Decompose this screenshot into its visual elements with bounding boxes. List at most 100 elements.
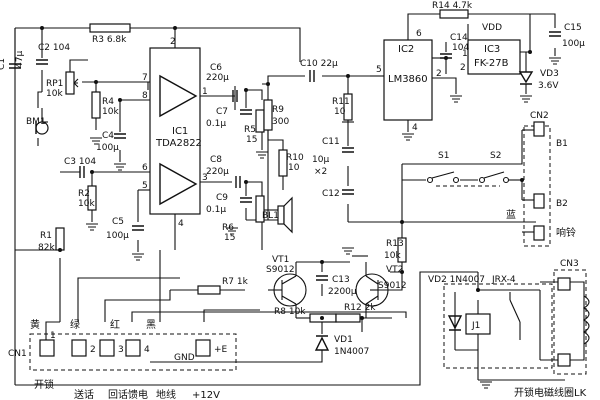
label-r1: R1 [40,231,52,241]
resistor-r9 [263,99,273,131]
ic1-amp-upper [159,74,198,118]
label-r6: R6 [222,223,234,233]
transistor-vt1 [273,273,307,307]
label-gnd: GND [174,353,195,363]
capacitor-c7 [240,109,252,115]
label-ic1-pin6: 6 [142,163,148,173]
label-ic3-pin2: 2 [460,63,466,73]
label-wire-yellow: 黄 [30,318,40,331]
label-b1: B1 [556,139,568,149]
label-r12: R12 2k [344,303,376,313]
label-c1: C1 [0,58,7,70]
connector-cn2 [523,121,551,247]
capacitor-c3 [79,166,85,178]
label-c5: C5 [112,217,124,227]
capacitor-c9 [240,197,252,203]
label-c15: C15 [564,23,582,33]
capacitor-c8 [235,176,241,188]
label-c11-multiplier: ×2 [314,167,327,177]
cn2-pin-b1 [533,121,545,137]
cn1-pin-3 [99,339,115,357]
label-c12: C12 [322,189,340,199]
transistor-vt2 [355,273,389,307]
label-ic2-pin6: 6 [416,29,422,39]
cn2-pin-ring [533,225,545,241]
label-r13-value: 10k [384,251,401,261]
capacitors [9,31,561,281]
switch-s1 [431,171,455,179]
label-c6: C6 [210,63,222,73]
component-labels: R3 6.8k C2 104 C1 47μ RP1 10k R4 10k BM1… [0,1,587,400]
label-r11: R11 [332,97,350,107]
label-r2: R2 [78,189,90,199]
label-c13-value: 2200μ [328,287,357,297]
resistor-r5 [255,109,265,133]
label-vt2-part: S9012 [378,281,407,291]
label-c8-value: 220μ [206,167,229,177]
label-wire-green: 绿 [70,318,80,331]
label-ic2-pin4: 4 [412,123,418,133]
label-r4: R4 [102,97,114,107]
label-ic1-pin5: 5 [142,181,148,191]
resistor-r2 [87,185,97,211]
resistor-r1 [55,227,65,251]
label-vd1-part: 1N4007 [334,347,369,357]
switch-s2 [483,171,505,179]
capacitor-c2 [36,59,48,65]
label-c9: C9 [216,193,228,203]
label-c1-value: 47μ [15,51,25,68]
label-vd3: VD3 [540,69,559,79]
label-12v: +12V [192,390,220,400]
zener-vd3 [518,71,534,85]
label-r1-value: 82k [38,243,55,253]
label-ic1-pin4: 4 [178,219,184,229]
label-vd3-value: 3.6V [538,81,559,91]
label-r2-value: 10k [78,199,95,209]
label-ic1-pin3: 3 [202,173,208,183]
resistor-r4 [91,91,101,119]
label-cn1: CN1 [8,349,27,359]
label-r4-value: 10k [102,107,119,117]
label-c10: C10 22μ [300,59,338,69]
label-ic1-pin1: 1 [202,87,208,97]
label-s1: S1 [438,151,449,161]
junction-dots [40,26,532,320]
lock-coil-icon [582,295,590,345]
label-b2: B2 [556,199,568,209]
capacitor-c6 [232,90,238,102]
capacitor-c15 [549,31,561,37]
label-feedback: 回话馈电 [108,388,148,400]
connector-cn1 [29,333,237,371]
relay-block [443,283,553,369]
resistor-r3 [89,23,131,33]
label-ground: 地线 [156,388,176,400]
label-wire-black: 黑 [146,319,156,331]
label-ic2-pin5: 5 [376,65,382,75]
label-r6-value: 15 [224,233,235,243]
capacitor-c1 [9,63,21,69]
relay-coil-j1 [465,313,491,335]
label-c15-value: 100μ [562,39,585,49]
capacitor-c12 [342,189,354,195]
label-c2: C2 104 [38,43,70,53]
transistors [273,273,389,307]
ic2-lm3860 [383,39,433,121]
label-c3: C3 104 [64,157,96,167]
label-cn1-pin4: 4 [144,345,150,355]
label-ic2-part: LM3860 [388,74,428,85]
resistor-r11 [343,93,353,121]
label-rp1-value: 10k [46,89,63,99]
label-lock-coil: 开锁电磁线圈LK [514,386,587,399]
cn1-pin-2 [71,339,87,357]
cn1-pin-4 [125,339,141,357]
label-ring: 响铃 [556,226,576,239]
cn2-pin-b2 [533,193,545,209]
diodes [314,71,534,351]
label-ic1-pin2: 2 [170,37,176,47]
resistor-r13 [397,237,407,263]
label-vd1: VD1 [334,335,353,345]
label-wire-red: 红 [110,318,120,331]
capacitor-c4 [114,133,126,139]
label-r10: R10 [286,153,304,163]
label-cn3: CN3 [560,259,579,269]
